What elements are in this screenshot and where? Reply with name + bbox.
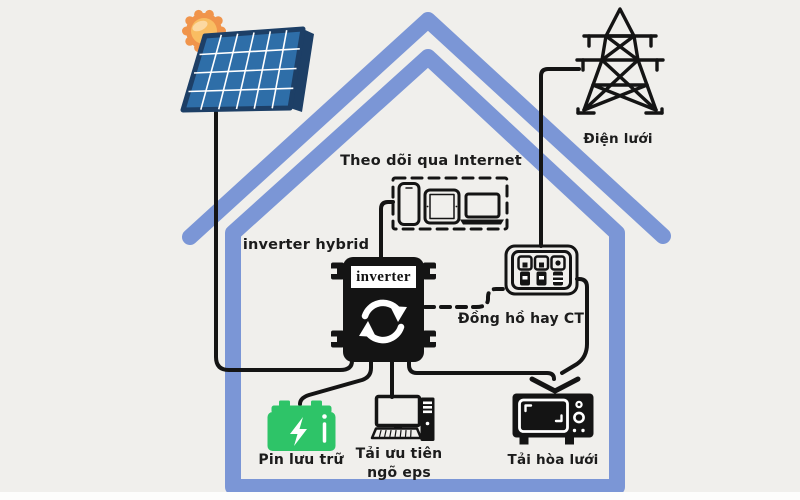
inverter-hybrid-label: inverter hybrid [242,237,370,253]
wire-inverter-to-meter-dashed [423,287,505,309]
house-outline [182,12,671,495]
inverter-nameplate: inverter [351,266,416,288]
bottom-margin-strip [0,492,800,500]
wire-meter-to-load [560,277,589,375]
sync-arrows-icon [359,299,407,344]
meter-ct-label: Đồng hồ hay CT [457,311,585,327]
grid-tie-load-label: Tải hòa lưới [507,452,599,468]
wire-internet-to-inverter [379,200,395,259]
transmission-tower-icon [575,7,665,115]
internet-monitor-label: Theo dõi qua Internet [340,153,522,169]
wire-grid-to-meter [539,67,581,248]
wire-solar-to-inverter [214,110,354,372]
down-arrow-icon [529,376,581,394]
smartphone-icon [397,182,421,226]
tablet-icon [423,188,461,225]
battery-storage-label: Pin lưu trữ [258,452,344,468]
priority-load-label-line2: ngõ eps [367,464,431,481]
lightning-bolt-icon [290,417,307,446]
solar-panel-icon [180,26,314,113]
desktop-computer-icon [370,394,435,441]
internet-devices-box [391,176,509,231]
priority-load-label-line1: Tải ưu tiên [355,446,443,462]
wire-inverter-to-battery [298,359,373,406]
battery-icon [267,400,336,451]
microwave-icon [512,393,594,445]
house-walls [225,49,625,495]
priority-load-label: Tải ưu tiên ngõ eps [356,445,443,482]
wiring [214,67,589,406]
power-grid-label: Điện lưới [583,131,653,147]
wire-inverter-to-load [407,359,556,381]
laptop-icon [460,192,504,225]
energy-meter-icon [504,244,579,296]
house-roof-outer [182,12,671,245]
